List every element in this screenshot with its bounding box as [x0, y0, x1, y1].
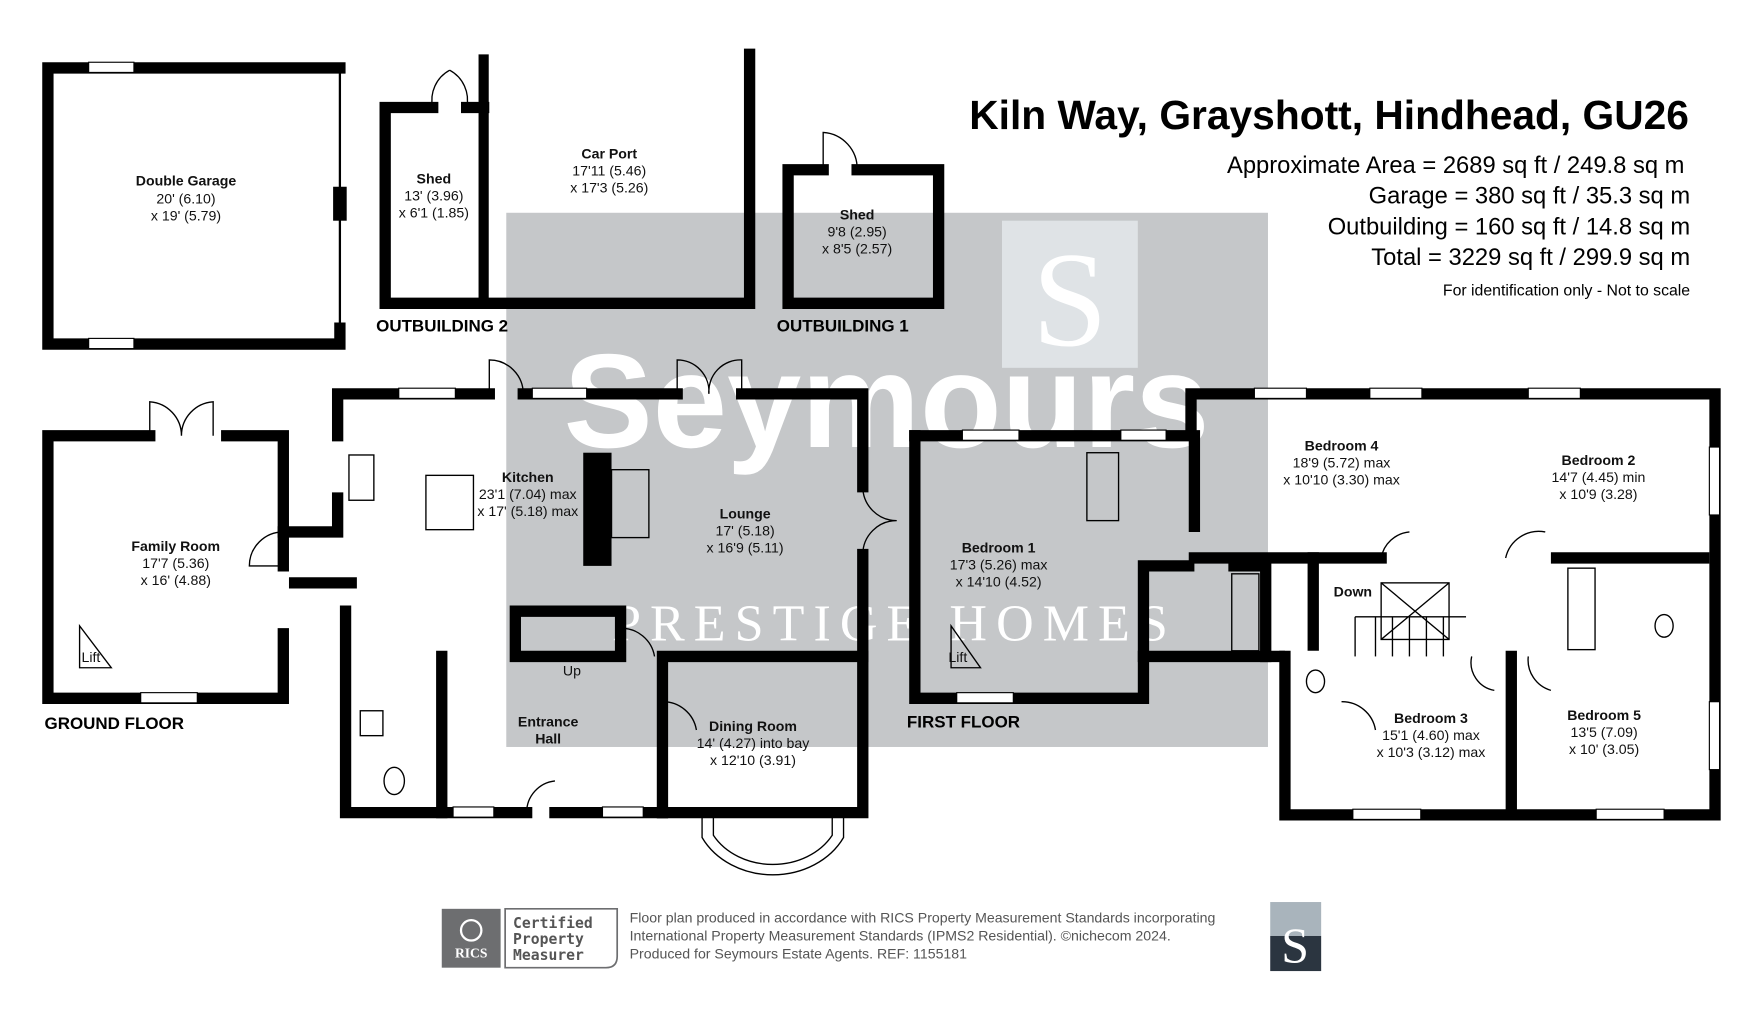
- room-dim: 15'1 (4.60) max: [1382, 727, 1480, 743]
- room-name: Double Garage: [136, 173, 237, 189]
- room-dim: 13' (3.96): [404, 187, 463, 203]
- room-double-garage: Double Garage 20' (6.10) x 19' (5.79): [136, 173, 237, 224]
- footer-line: Floor plan produced in accordance with R…: [630, 909, 1216, 925]
- watermark-logo-letter: S: [1032, 225, 1108, 375]
- room-dining-room: Dining Room 14' (4.27) into bay x 12'10 …: [697, 718, 811, 768]
- outbuilding-1-plan: [782, 131, 945, 309]
- room-name: Kitchen: [502, 469, 554, 485]
- stairs-up-label: Up: [563, 663, 581, 679]
- room-dim: 17' (5.18): [715, 522, 774, 538]
- room-name: Dining Room: [709, 718, 797, 734]
- room-family-room: Family Room 17'7 (5.36) x 16' (4.88): [131, 538, 220, 588]
- room-bedroom-2: Bedroom 2 14'7 (4.45) min x 10'9 (3.28): [1552, 452, 1646, 502]
- stairs-down-label: Down: [1334, 583, 1372, 599]
- room-lounge: Lounge 17' (5.18) x 16'9 (5.11): [707, 505, 784, 555]
- rics-badge: RICS Certified Property Measurer: [441, 907, 619, 969]
- room-dim: x 12'10 (3.91): [710, 752, 796, 768]
- room-dim: 18'9 (5.72) max: [1293, 454, 1391, 470]
- room-dim: x 10'9 (3.28): [1559, 486, 1637, 502]
- room-name: Entrance: [518, 714, 579, 730]
- rics-org: RICS: [455, 945, 487, 960]
- lift-label-first: Lift: [948, 649, 967, 665]
- room-dim: x 17'3 (5.26): [570, 179, 648, 195]
- area-total: Total = 3229 sq ft / 299.9 sq m: [1371, 244, 1690, 271]
- ground-floor-label: GROUND FLOOR: [45, 714, 185, 733]
- room-dim: x 10'10 (3.30) max: [1283, 471, 1400, 487]
- room-car-port: Car Port 17'11 (5.46) x 17'3 (5.26): [570, 145, 648, 195]
- room-dim: x 14'10 (4.52): [956, 573, 1042, 589]
- scale-note: For identification only - Not to scale: [1443, 282, 1690, 299]
- watermark-tag: PRESTIGE HOMES: [612, 596, 1177, 653]
- room-bedroom-4: Bedroom 4 18'9 (5.72) max x 10'10 (3.30)…: [1283, 437, 1400, 487]
- rics-lion-icon: [459, 919, 483, 942]
- room-shed-outbuilding-2: Shed 13' (3.96) x 6'1 (1.85): [399, 170, 469, 220]
- room-bedroom-5: Bedroom 5 13'5 (7.09) x 10' (3.05): [1567, 707, 1641, 757]
- room-dim: 17'11 (5.46): [572, 162, 646, 178]
- first-floor-label: FIRST FLOOR: [907, 713, 1020, 732]
- badge-line: Certified: [513, 915, 593, 932]
- seymours-logo: S: [1270, 902, 1322, 973]
- room-name: Car Port: [581, 145, 637, 161]
- area-outbuilding: Outbuilding = 160 sq ft / 14.8 sq m: [1328, 213, 1690, 240]
- room-dim: 13'5 (7.09): [1571, 724, 1638, 740]
- room-name: Family Room: [131, 538, 220, 554]
- room-name: Bedroom 2: [1562, 452, 1636, 468]
- double-garage-plan: [42, 61, 347, 350]
- room-bedroom-3: Bedroom 3 15'1 (4.60) max x 10'3 (3.12) …: [1377, 710, 1486, 760]
- room-name: Lounge: [720, 505, 771, 521]
- room-shed-outbuilding-1: Shed 9'8 (2.95) x 8'5 (2.57): [822, 207, 892, 257]
- room-dim: x 16'9 (5.11): [707, 539, 784, 555]
- outbuilding-1-label: OUTBUILDING 1: [777, 317, 909, 336]
- room-name: Bedroom 5: [1567, 707, 1641, 723]
- room-dim: x 10' (3.05): [1569, 741, 1639, 757]
- staircase: [1354, 616, 1467, 657]
- room-name: Bedroom 3: [1394, 710, 1468, 726]
- property-title: Kiln Way, Grayshott, Hindhead, GU26: [969, 92, 1689, 138]
- badge-line: Property: [513, 931, 584, 948]
- room-dim: x 6'1 (1.85): [399, 204, 469, 220]
- room-dim: x 8'5 (2.57): [822, 241, 892, 257]
- room-dim: x 17' (5.18) max: [477, 503, 578, 519]
- area-garage: Garage = 380 sq ft / 35.3 sq m: [1369, 183, 1690, 210]
- room-dim: 14' (4.27) into bay: [697, 735, 811, 751]
- room-bedroom-1: Bedroom 1 17'3 (5.26) max x 14'10 (4.52): [950, 539, 1048, 589]
- outbuilding-2-plan: [379, 48, 756, 309]
- room-dim: 9'8 (2.95): [828, 224, 887, 240]
- room-dim: 17'3 (5.26) max: [950, 556, 1048, 572]
- property-header: Kiln Way, Grayshott, Hindhead, GU26 Appr…: [969, 92, 1690, 299]
- room-dim: x 19' (5.79): [151, 208, 221, 224]
- room-dim: 17'7 (5.36): [142, 555, 209, 571]
- room-dim: x 16' (4.88): [141, 572, 211, 588]
- ground-floor-plan: Lift Up: [42, 359, 897, 876]
- room-kitchen: Kitchen 23'1 (7.04) max x 17' (5.18) max: [477, 469, 578, 519]
- area-approximate: Approximate Area = 2689 sq ft / 249.8 sq…: [1227, 152, 1684, 179]
- watermark-brand: Seymours: [564, 327, 1210, 476]
- room-name: Bedroom 4: [1305, 437, 1379, 453]
- room-dim: 20' (6.10): [156, 191, 215, 207]
- outbuilding-2-label: OUTBUILDING 2: [376, 317, 508, 336]
- footer-line: International Property Measurement Stand…: [630, 928, 1171, 944]
- room-dim: 14'7 (4.45) min: [1552, 469, 1646, 485]
- first-floor-plan: Lift Down: [909, 387, 1721, 821]
- lift-label: Lift: [81, 649, 100, 665]
- footer-line: Produced for Seymours Estate Agents. REF…: [630, 946, 968, 962]
- logo-letter: S: [1281, 918, 1309, 973]
- badge-line: Measurer: [513, 947, 584, 964]
- room-dim: x 10'3 (3.12) max: [1377, 744, 1486, 760]
- room-dim: 23'1 (7.04) max: [479, 486, 577, 502]
- room-name: Hall: [535, 731, 561, 747]
- room-name: Bedroom 1: [962, 539, 1036, 555]
- watermark: S Seymours PRESTIGE HOMES: [506, 212, 1268, 747]
- room-entrance-hall: Entrance Hall: [518, 714, 579, 747]
- room-name: Shed: [417, 170, 452, 186]
- room-name: Shed: [840, 207, 875, 223]
